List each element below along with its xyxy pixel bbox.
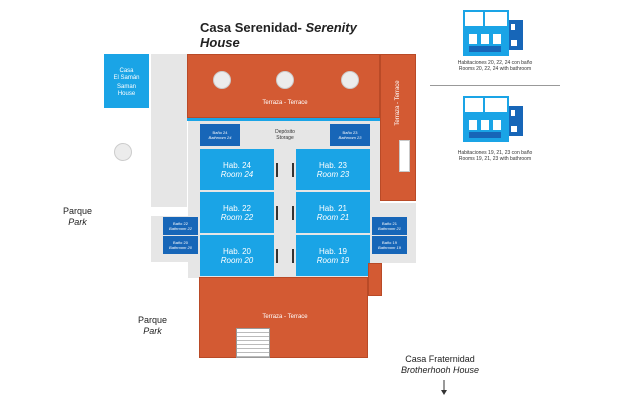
bathroom-19-label: Baño 19 Bathroom 19 bbox=[372, 240, 407, 250]
terrace-top-label: Terraza - Terrace bbox=[262, 100, 308, 106]
bathroom-23-es: Baño 23 bbox=[342, 130, 358, 135]
legend-room-plan-2 bbox=[463, 96, 523, 142]
room-22 bbox=[200, 192, 274, 233]
room-23 bbox=[296, 149, 370, 190]
room-24-en: Room 24 bbox=[220, 170, 254, 179]
bathroom-19-en: Bathroom 19 bbox=[378, 245, 401, 250]
bathroom-22 bbox=[163, 217, 198, 235]
brother-house-es: Casa Fraternidad bbox=[405, 354, 475, 364]
corridor-window-3 bbox=[276, 206, 278, 220]
saman-en1: Saman bbox=[116, 84, 136, 90]
arrow-down-icon bbox=[438, 380, 450, 396]
room-22-es: Hab. 22 bbox=[222, 204, 252, 213]
bathroom-24-label: Baño 24 Bathroom 24 bbox=[200, 130, 240, 140]
legend-divider bbox=[430, 85, 560, 86]
room-22-en: Room 22 bbox=[220, 213, 254, 222]
room-24-label: Hab. 24 Room 24 bbox=[200, 161, 274, 179]
bathroom-19 bbox=[372, 236, 407, 254]
saman-en2: House bbox=[117, 91, 136, 97]
bathroom-24 bbox=[200, 124, 240, 146]
bathroom-21-es: Baño 21 bbox=[382, 221, 397, 226]
room-22-label: Hab. 22 Room 22 bbox=[200, 204, 274, 222]
legend-2-es: Habitaciones 19, 21, 23 con baño bbox=[457, 150, 533, 156]
title-es: Casa Serenidad- bbox=[200, 20, 302, 35]
saman-house-label: Casa El Samán Saman House bbox=[104, 68, 149, 98]
room-21-es: Hab. 21 bbox=[318, 204, 348, 213]
legend-2-en: Rooms 19, 21, 23 with bathroom bbox=[458, 156, 532, 162]
saman-es2: El Samán bbox=[113, 75, 140, 81]
park-bottom-label: Parque Park bbox=[125, 315, 180, 337]
terrace-circle-3 bbox=[341, 71, 359, 89]
storage-es: Depósito bbox=[275, 129, 295, 135]
room-20-en: Room 20 bbox=[220, 256, 254, 265]
bathroom-23-label: Baño 23 Bathroom 23 bbox=[330, 130, 370, 140]
bathroom-24-es: Baño 24 bbox=[212, 130, 228, 135]
storage-label: Depósito Storage bbox=[260, 129, 310, 141]
legend-2-text: Habitaciones 19, 21, 23 con baño Rooms 1… bbox=[440, 150, 550, 162]
corridor-window-1 bbox=[276, 163, 278, 177]
saman-es1: Casa bbox=[119, 68, 134, 74]
park-left-en: Park bbox=[68, 217, 87, 227]
park-bottom-es: Parque bbox=[137, 315, 168, 325]
bathroom-22-es: Baño 22 bbox=[173, 221, 188, 226]
bathroom-19-es: Baño 19 bbox=[382, 240, 397, 245]
room-24 bbox=[200, 149, 274, 190]
terrace-circle-2 bbox=[276, 71, 294, 89]
room-23-en: Room 23 bbox=[316, 170, 350, 179]
park-left-es: Parque bbox=[62, 206, 93, 216]
legend-1-es: Habitaciones 20, 22, 24 con baño bbox=[457, 60, 533, 66]
terrace-top-edge bbox=[187, 118, 380, 121]
bathroom-22-en: Bathroom 22 bbox=[169, 226, 192, 231]
storage-en: Storage bbox=[276, 135, 294, 141]
room-19 bbox=[296, 235, 370, 276]
corridor-window-2 bbox=[292, 163, 294, 177]
park-left-label: Parque Park bbox=[50, 206, 105, 228]
bathroom-23 bbox=[330, 124, 370, 146]
terrace-circle-1 bbox=[213, 71, 231, 89]
room-23-label: Hab. 23 Room 23 bbox=[296, 161, 370, 179]
room-20-es: Hab. 20 bbox=[222, 247, 252, 256]
corridor-window-4 bbox=[292, 206, 294, 220]
bathroom-21-label: Baño 21 Bathroom 21 bbox=[372, 221, 407, 231]
stairs bbox=[236, 328, 270, 358]
room-20-label: Hab. 20 Room 20 bbox=[200, 247, 274, 265]
terrace-right-bench bbox=[399, 140, 410, 172]
page-title: Casa Serenidad- Serenity House bbox=[200, 20, 380, 50]
saman-house bbox=[104, 54, 149, 108]
park-bottom-en: Park bbox=[143, 326, 162, 336]
legend-1-text: Habitaciones 20, 22, 24 con baño Rooms 2… bbox=[440, 60, 550, 72]
terrace-bottom-label: Terraza - Terrace bbox=[262, 314, 308, 320]
corridor-window-5 bbox=[276, 249, 278, 263]
floor-left-column bbox=[151, 54, 187, 207]
terrace-right bbox=[380, 54, 416, 201]
garden-circle-left bbox=[114, 143, 132, 161]
bathroom-24-en: Bathroom 24 bbox=[208, 135, 232, 140]
bathroom-21 bbox=[372, 217, 407, 235]
bathroom-20 bbox=[163, 236, 198, 254]
legend-1-en: Rooms 20, 22, 24 with bathroom bbox=[458, 66, 532, 72]
brother-house-label: Casa Fraternidad Brotherhooh House bbox=[390, 354, 490, 376]
legend-room-plan-1 bbox=[463, 10, 523, 56]
room-20 bbox=[200, 235, 274, 276]
bathroom-23-en: Bathroom 23 bbox=[338, 135, 362, 140]
room-21-en: Room 21 bbox=[316, 213, 350, 222]
title-en: Serenity House bbox=[200, 20, 357, 50]
bathroom-21-en: Bathroom 21 bbox=[378, 226, 401, 231]
bathroom-20-es: Baño 20 bbox=[173, 240, 188, 245]
terrace-right-lower bbox=[368, 263, 382, 296]
terrace-bottom bbox=[199, 277, 368, 358]
bathroom-20-label: Baño 20 Bathroom 20 bbox=[163, 240, 198, 250]
brother-house-en: Brotherhooh House bbox=[400, 365, 480, 375]
room-21-label: Hab. 21 Room 21 bbox=[296, 204, 370, 222]
terrace-right-label: Terraza - Terrace bbox=[395, 80, 401, 126]
room-19-label: Hab. 19 Room 19 bbox=[296, 247, 370, 265]
bathroom-22-label: Baño 22 Bathroom 22 bbox=[163, 221, 198, 231]
room-19-en: Room 19 bbox=[316, 256, 350, 265]
room-21 bbox=[296, 192, 370, 233]
bathroom-20-en: Bathroom 20 bbox=[169, 245, 192, 250]
room-23-es: Hab. 23 bbox=[318, 161, 348, 170]
corridor-window-6 bbox=[292, 249, 294, 263]
room-24-es: Hab. 24 bbox=[222, 161, 252, 170]
room-19-es: Hab. 19 bbox=[318, 247, 348, 256]
